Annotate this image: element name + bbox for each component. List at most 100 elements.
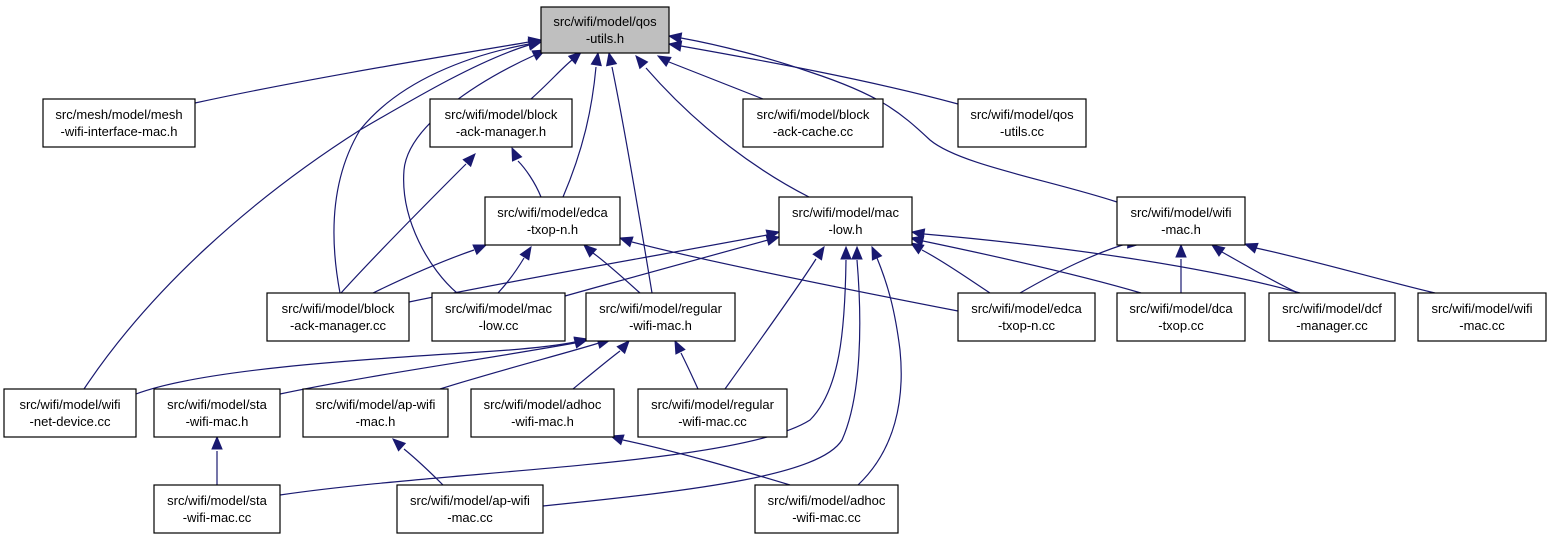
node-label-line: src/wifi/model/regular (651, 397, 774, 412)
node-label-line: src/wifi/model/adhoc (768, 493, 886, 508)
node-edca_cc[interactable]: src/wifi/model/edca-txop-n.cc (957, 292, 1096, 342)
node-box (1116, 292, 1246, 342)
node-dca_cc[interactable]: src/wifi/model/dca-txop.cc (1116, 292, 1246, 342)
node-wifimac_cc[interactable]: src/wifi/model/wifi-mac.cc (1417, 292, 1547, 342)
node-dcf_cc[interactable]: src/wifi/model/dcf -manager.cc (1268, 292, 1396, 342)
node-regular_cc[interactable]: src/wifi/model/regular -wifi-mac.cc (637, 388, 788, 438)
node-box (1268, 292, 1396, 342)
edge-edca_h-to-qos_h (562, 51, 602, 198)
node-qos_cc[interactable]: src/wifi/model/qos-utils.cc (957, 98, 1087, 148)
node-regular_h[interactable]: src/wifi/model/regular-wifi-mac.h (585, 292, 736, 342)
node-adhoc_cc[interactable]: src/wifi/model/adhoc -wifi-mac.cc (754, 484, 899, 534)
edge-adhoc_cc-to-maclow_h (857, 245, 902, 486)
edge-dcf_cc-to-maclow_h (910, 228, 1301, 294)
edge-qos_cc-to-qos_h (667, 40, 959, 105)
edge-edca_h-to-bam_h (511, 146, 542, 198)
node-label-line: -txop.cc (1158, 318, 1204, 333)
node-label-line: -wifi-interface-mac.h (60, 124, 177, 139)
node-ap_cc[interactable]: src/wifi/model/ap-wifi-mac.cc (396, 484, 544, 534)
node-box (3, 388, 137, 438)
node-box (153, 484, 281, 534)
node-sta_h[interactable]: src/wifi/model/sta-wifi-mac.h (153, 388, 281, 438)
edge-regular_cc-to-regular_h (674, 339, 699, 390)
edge-regular_cc-to-maclow_h (724, 245, 825, 390)
node-label-line: -mac.cc (1459, 318, 1505, 333)
node-label-line: src/wifi/model/wifi (1130, 205, 1231, 220)
node-label-line: -ack-manager.h (456, 124, 546, 139)
arrowhead (583, 244, 598, 258)
arrowhead (909, 235, 925, 247)
edge-adhoc_h-to-regular_h (572, 340, 630, 390)
node-label-line: src/wifi/model/mac (445, 301, 552, 316)
arrowhead (674, 339, 686, 355)
arrowhead (910, 228, 926, 240)
edge-regular_h-to-qos_h (605, 51, 653, 294)
edge-netdev_cc-to-qos_h (83, 39, 543, 390)
edge-edca_cc-to-maclow_h (909, 242, 991, 294)
edge-wifimac_h-to-qos_h (667, 32, 1118, 203)
arrowhead (590, 51, 602, 67)
node-qos_h[interactable]: src/wifi/model/qos -utils.h (540, 6, 670, 54)
node-label-line: -wifi-mac.cc (792, 510, 861, 525)
node-label-line: -low.cc (479, 318, 519, 333)
arrowhead (573, 337, 589, 349)
node-label-line: src/wifi/model/dcf (1282, 301, 1382, 316)
node-label-line: -utils.h (586, 31, 624, 46)
node-bam_h[interactable]: src/wifi/model/block -ack-manager.h (429, 98, 573, 148)
node-box (957, 292, 1096, 342)
node-label-line: -mac.h (356, 414, 396, 429)
node-label-line: src/wifi/model/block (445, 107, 558, 122)
node-label-line: src/wifi/model/block (282, 301, 395, 316)
arrowhead (656, 55, 672, 68)
node-ap_h[interactable]: src/wifi/model/ap-wifi -mac.h (302, 388, 449, 438)
arrowhead (667, 32, 683, 44)
node-box (778, 196, 913, 246)
edge-sta_cc-to-sta_h (211, 435, 223, 485)
node-sta_cc[interactable]: src/wifi/model/sta -wifi-mac.cc (153, 484, 281, 534)
node-label-line: src/wifi/model/regular (599, 301, 722, 316)
node-bac_cc[interactable]: src/wifi/model/block-ack-cache.cc (742, 98, 884, 148)
edge-maclow_h-to-qos_h (635, 55, 810, 198)
node-label-line: -txop-n.h (527, 222, 578, 237)
node-label-line: -manager.cc (1296, 318, 1368, 333)
edge-bam_cc-to-edca_h (372, 244, 488, 294)
node-label-line: -low.h (829, 222, 863, 237)
node-label-line: -wifi-mac.h (511, 414, 574, 429)
node-box (302, 388, 449, 438)
node-maclow_cc[interactable]: src/wifi/model/mac -low.cc (431, 292, 566, 342)
node-wifimac_h[interactable]: src/wifi/model/wifi-mac.h (1116, 196, 1246, 246)
node-label-line: src/wifi/model/sta (167, 493, 267, 508)
node-edca_h[interactable]: src/wifi/model/edca -txop-n.h (484, 196, 621, 246)
node-box (1417, 292, 1547, 342)
edge-maclow_cc-to-maclow_h (564, 234, 781, 297)
arrowhead (635, 55, 649, 70)
edges-layer (83, 32, 1436, 507)
arrowhead (840, 245, 852, 260)
arrowhead (618, 236, 634, 248)
edge-bac_cc-to-qos_h (656, 55, 764, 100)
node-label-line: src/wifi/model/qos (553, 14, 657, 29)
node-netdev_cc[interactable]: src/wifi/model/wifi-net-device.cc (3, 388, 137, 438)
node-bam_cc[interactable]: src/wifi/model/block-ack-manager.cc (266, 292, 410, 342)
arrowhead (567, 51, 582, 65)
arrowhead (616, 340, 630, 355)
node-label-line: -wifi-mac.cc (678, 414, 747, 429)
edge-ap_cc-to-maclow_h (542, 245, 863, 507)
edge-dca_cc-to-maclow_h (909, 235, 1142, 294)
node-mesh_h[interactable]: src/mesh/model/mesh-wifi-interface-mac.h (42, 98, 196, 148)
node-box (754, 484, 899, 534)
node-label-line: src/wifi/model/ap-wifi (316, 397, 436, 412)
arrowhead (1210, 244, 1226, 257)
edge-ap_cc-to-ap_h (392, 438, 444, 486)
node-box (540, 6, 670, 54)
node-box (429, 98, 573, 148)
edge-mesh_h-to-qos_h (194, 36, 543, 104)
edge-maclow_cc-to-edca_h (497, 245, 532, 294)
arrowhead (1175, 243, 1187, 258)
node-label-line: src/wifi/model/edca (497, 205, 608, 220)
node-maclow_h[interactable]: src/wifi/model/mac-low.h (778, 196, 913, 246)
node-adhoc_h[interactable]: src/wifi/model/adhoc-wifi-mac.h (470, 388, 615, 438)
node-label-line: -wifi-mac.cc (183, 510, 252, 525)
node-label-line: src/wifi/model/wifi (19, 397, 120, 412)
